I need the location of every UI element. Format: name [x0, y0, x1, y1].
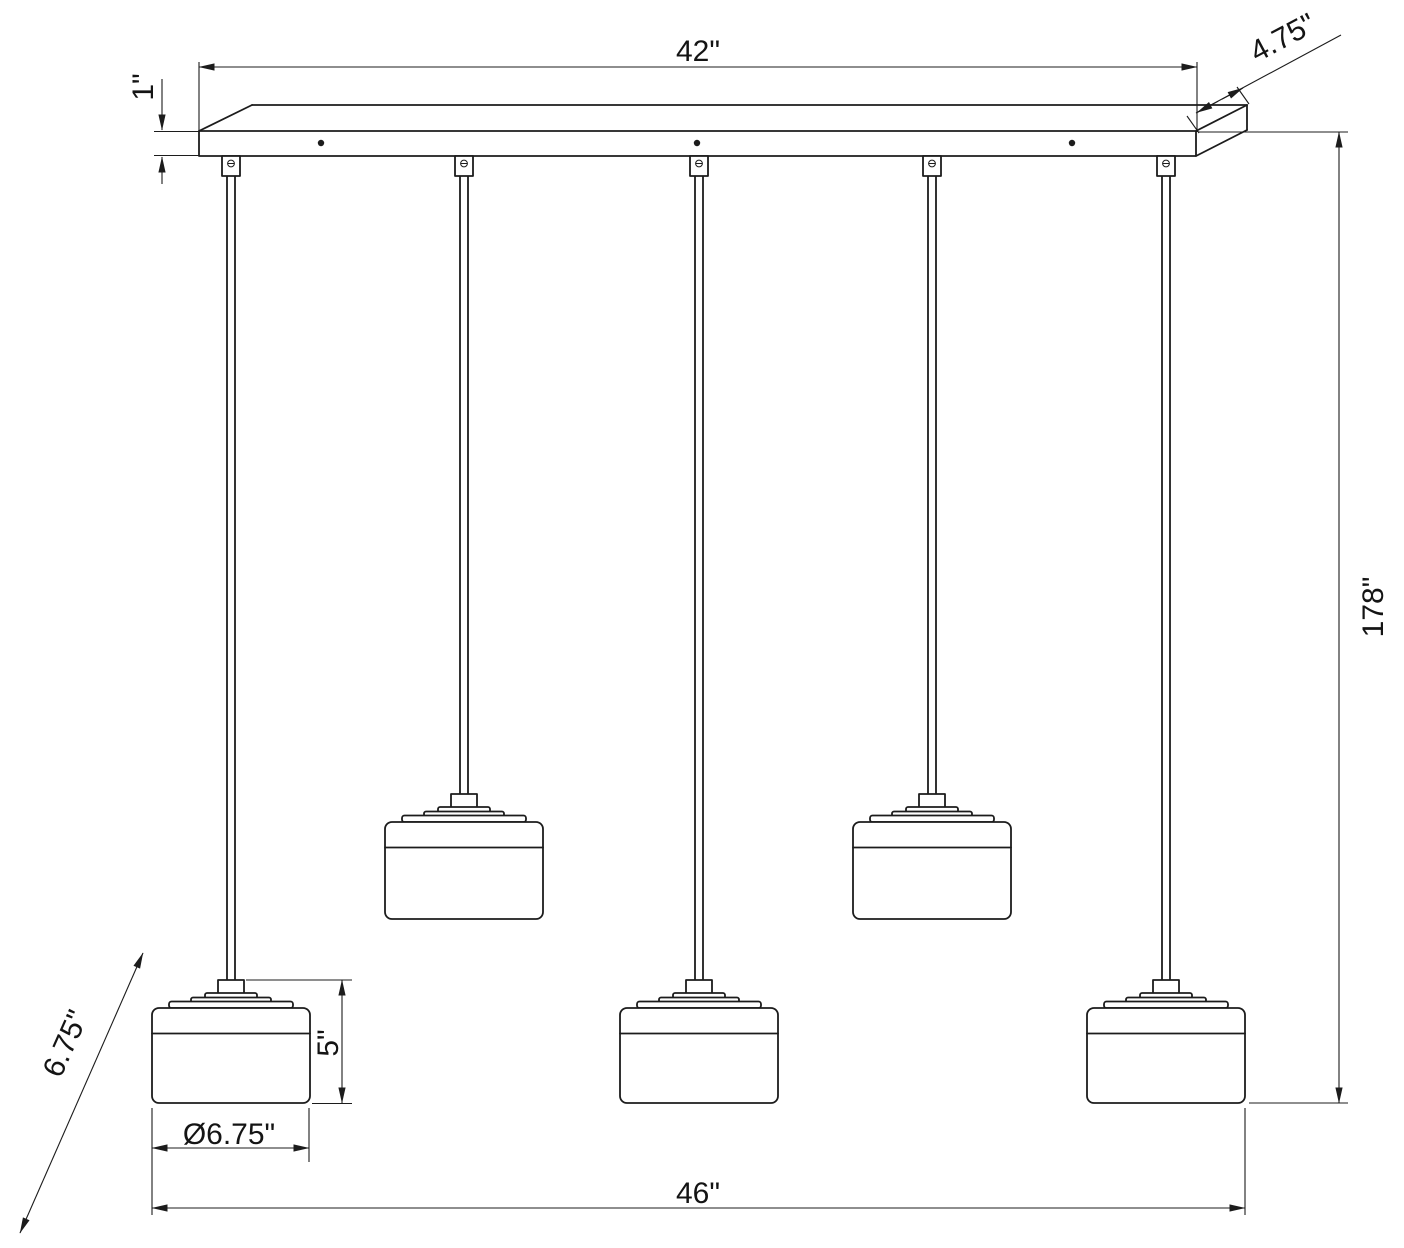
pendant-shade-4 [852, 793, 1012, 920]
suspension-cords [226, 175, 1171, 982]
shade-height-label: 5" [312, 1029, 345, 1056]
bar-right-end-3d [1195, 104, 1248, 157]
dimension-shade-height [246, 979, 352, 1105]
dimension-bar-depth [1186, 34, 1342, 134]
cord-3 [694, 175, 704, 982]
bar-thickness-label: 1" [127, 73, 160, 100]
cord-gripper [454, 155, 474, 177]
cord-2 [459, 175, 469, 796]
cord-gripper [922, 155, 942, 177]
bar-length-label: 42" [676, 35, 720, 68]
pendant-shade-5 [1086, 979, 1246, 1104]
pendant-shade-3 [619, 979, 779, 1104]
cord-gripper [221, 155, 241, 177]
dimension-overall-drop [1198, 131, 1348, 1104]
cord-gripper [689, 155, 709, 177]
bar-screw-icon [1068, 139, 1076, 147]
overall-drop-label: 178" [1357, 577, 1390, 638]
bar-left-top-diagonal [198, 104, 253, 132]
bar-screw-icon [693, 139, 701, 147]
dimension-shade-diameter [151, 1108, 310, 1162]
shade-depth-label: 6.75" [37, 1005, 95, 1081]
cord-gripper [1156, 155, 1176, 177]
cord-1 [226, 175, 236, 982]
dimension-shade-depth [19, 952, 144, 1234]
canopy-bar [198, 104, 1248, 157]
pendant-shade-2 [384, 793, 544, 920]
dimension-bar-length [198, 62, 1198, 132]
cord-4 [927, 175, 937, 796]
dimension-overall-length [151, 1108, 1246, 1215]
cord-grippers [221, 155, 1176, 177]
dimension-bar-thickness [154, 79, 199, 184]
bar-depth-label: 4.75" [1245, 7, 1321, 69]
shade-diameter-label: Ø6.75" [183, 1118, 275, 1151]
pendant-shade-1 [151, 979, 311, 1104]
bar-screw-icon [317, 139, 325, 147]
cord-5 [1161, 175, 1171, 982]
overall-length-label: 46" [676, 1177, 720, 1210]
